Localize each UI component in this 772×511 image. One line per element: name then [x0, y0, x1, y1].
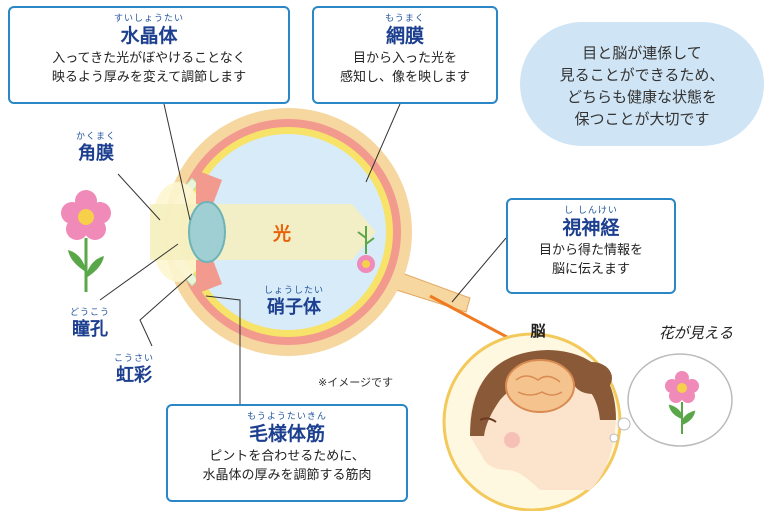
vitreous-label: しょうしたい 硝子体 [246, 286, 342, 319]
vitreous-term: 硝子体 [267, 297, 321, 318]
ciliary-callout: もうようたいきん 毛様体筋 ピントを合わせるために、 水晶体の厚みを調節する筋肉 [166, 404, 408, 502]
optic-nerve-callout: し しんけい 視神経 目から得た情報を 脳に伝えます [506, 198, 676, 294]
light-text: 光 [273, 224, 291, 245]
ciliary-desc-line2: 水晶体の厚みを調節する筋肉 [202, 468, 372, 483]
pupil-ruby: どうこう [69, 308, 110, 318]
retina-desc-line2: 感知し、像を映します [339, 70, 470, 85]
vitreous-ruby: しょうしたい [263, 286, 324, 296]
head-illustration [469, 350, 616, 490]
bubble-line1: 目と脳が連係して [582, 44, 702, 62]
optic-nerve-ruby: し しんけい [564, 206, 618, 216]
image-note: ※イメージです [318, 376, 393, 389]
retina-term: 網膜 [385, 25, 424, 47]
bubble-line2: 見ることができるため、 [559, 66, 725, 84]
iris-upper-shape [196, 170, 222, 212]
optic-nerve-term: 視神経 [562, 217, 620, 239]
bubble-line3: どちらも健康な状態を [566, 88, 717, 106]
cornea-term: 角膜 [78, 143, 114, 164]
thought-cloud [609, 353, 733, 447]
lens-callout: すいしょうたい 水晶体 入ってきた光がぼやけることなく 映るよう厚みを変えて調節… [8, 6, 290, 104]
brain-shape [505, 359, 575, 413]
lens-ruby: すいしょうたい [113, 14, 184, 24]
optic-nerve-desc-line2: 脳に伝えます [551, 262, 630, 277]
iris-ruby: こうさい [113, 354, 154, 364]
lens-term: 水晶体 [120, 25, 178, 47]
brain-label: 脳 [520, 320, 556, 341]
retina-ruby: もうまく [385, 14, 425, 24]
optic-nerve-desc-line1: 目から得た情報を [538, 243, 643, 258]
flower-illustration [61, 190, 111, 292]
brain-text: 脳 [530, 322, 546, 340]
pupil-label: どうこう 瞳孔 [54, 308, 126, 341]
cornea-ruby: かくまく [75, 132, 116, 142]
ciliary-desc-line1: ピントを合わせるために、 [209, 449, 365, 464]
lens-desc-line2: 映るよう厚みを変えて調節します [51, 70, 247, 85]
info-bubble: 目と脳が連係して 見ることができるため、 どちらも健康な状態を 保つことが大切で… [520, 22, 764, 146]
pupil-term: 瞳孔 [72, 319, 108, 340]
retina-callout: もうまく 網膜 目から入った光を 感知し、像を映します [312, 6, 498, 104]
lens-shape [188, 201, 226, 263]
bubble-line4: 保つことが大切です [574, 110, 710, 128]
iris-label: こうさい 虹彩 [98, 354, 170, 387]
light-label: 光 [262, 220, 302, 246]
flower-seen-text: 花が見える [658, 324, 734, 342]
iris-lower-shape [196, 252, 222, 294]
flower-seen-label: 花が見える [632, 322, 760, 343]
cornea-label: かくまく 角膜 [60, 132, 132, 165]
ciliary-ruby: もうようたいきん [247, 412, 327, 422]
ciliary-term: 毛様体筋 [248, 423, 325, 445]
lens-desc-line1: 入ってきた光がぼやけることなく [52, 51, 246, 66]
retina-desc-line1: 目から入った光を [352, 51, 457, 66]
iris-term: 虹彩 [116, 365, 152, 386]
